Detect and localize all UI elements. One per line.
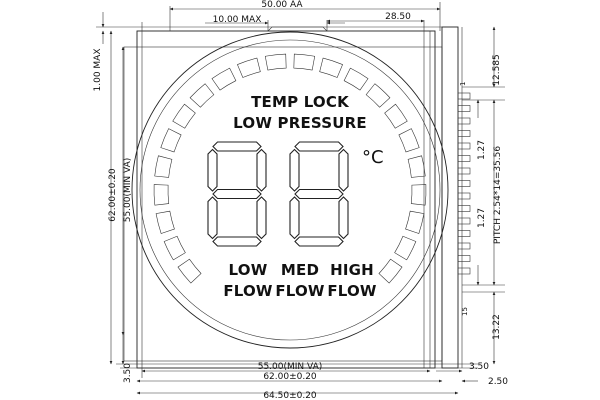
pin	[457, 142, 471, 150]
flow-high-line2: FLOW	[327, 282, 377, 300]
dim-pin-offset: 2.50	[488, 377, 508, 387]
digit-segment	[212, 236, 262, 247]
lcd-inner-ring	[139, 39, 441, 341]
dim-digit-area: 10.00 MAX	[213, 15, 262, 25]
flow-low-line2: FLOW	[223, 282, 273, 300]
pin	[457, 230, 471, 237]
celsius-unit: °C	[362, 147, 384, 168]
flow-med-line2: FLOW	[275, 282, 325, 300]
arc-segment	[177, 258, 202, 284]
dim-bottom-margin: 3.50	[123, 363, 133, 383]
flow-med-line1: MED	[281, 261, 319, 279]
arc-segment	[410, 184, 427, 206]
arc-segment	[365, 83, 391, 108]
digit-segment	[256, 196, 267, 240]
arc-segment	[155, 210, 175, 234]
digit-segment	[256, 148, 267, 192]
digit-segment	[289, 148, 300, 192]
pin	[457, 105, 471, 112]
dim-bottom-right-margin: 3.50	[469, 362, 489, 372]
dim-body-width: 62.00±0.20	[263, 372, 317, 382]
digit-segment	[212, 188, 262, 200]
arc-segment	[378, 258, 403, 284]
arc-segment	[153, 184, 170, 206]
pin	[457, 167, 471, 175]
arc-segment	[405, 210, 425, 234]
dim-top-margin: 1.00 MAX	[93, 49, 103, 92]
pin	[457, 180, 471, 187]
dim-view-height: 55.00(MIN VA)	[123, 158, 133, 223]
dim-right-offset: 28.50	[385, 12, 411, 22]
digit-segment	[338, 196, 349, 240]
arc-segment	[384, 103, 408, 129]
arc-segment	[237, 57, 261, 78]
arc-segment	[394, 235, 417, 261]
pin-row	[457, 92, 471, 275]
digit-ones	[289, 141, 349, 247]
pin-label-first: 1	[459, 82, 467, 86]
dim-total-height: 62.00±0.20	[108, 168, 118, 222]
dim-pin-bottom: 13.22	[492, 314, 502, 340]
arc-segment	[398, 128, 420, 153]
digit-segment	[294, 188, 344, 200]
digit-segment	[207, 196, 218, 240]
digit-tens	[207, 141, 267, 247]
dim-pin-spacing-bottom: 1.27	[477, 208, 487, 228]
pin	[457, 205, 471, 212]
dim-pin-spacing-top: 1.27	[477, 140, 487, 160]
temperature-arc-bar	[139, 39, 441, 341]
arc-segment	[407, 155, 426, 178]
dim-pitch: PITCH 2.54*14=35.56	[493, 146, 503, 245]
arc-segment	[163, 235, 186, 261]
lcd-viewing-circle	[131, 31, 449, 349]
pin	[457, 92, 471, 100]
digit-segment	[294, 236, 344, 247]
arc-segment	[211, 67, 237, 91]
arc-segment	[154, 155, 173, 178]
connector-body	[441, 26, 459, 369]
pin	[457, 130, 471, 137]
panel-outline	[136, 30, 436, 369]
dim-top-width: 50.00 AA	[261, 0, 303, 10]
digit-notch	[267, 26, 328, 32]
digit-segment	[338, 148, 349, 192]
arc-segment	[189, 83, 215, 108]
arc-segment	[319, 57, 343, 78]
digit-segment	[289, 196, 300, 240]
pin	[457, 267, 471, 275]
lcd-line-temp-lock: TEMP LOCK	[251, 93, 350, 111]
pin	[457, 242, 471, 250]
seven-segment-digits	[207, 141, 349, 247]
dim-bottom-view-width: 55.00(MIN VA)	[258, 362, 323, 372]
arc-segment	[264, 53, 287, 71]
pin	[457, 255, 471, 262]
digit-segment	[294, 141, 344, 152]
arc-segment	[293, 53, 316, 71]
dim-pin-top: 12.585	[492, 54, 502, 86]
pin	[457, 117, 471, 125]
arc-segment	[343, 67, 369, 91]
pin	[457, 217, 471, 225]
arc-segment	[172, 103, 196, 129]
digit-segment	[212, 141, 262, 152]
flow-high-line1: HIGH	[330, 261, 374, 279]
digit-segment	[207, 148, 218, 192]
pin	[457, 192, 471, 200]
arc-segment	[160, 128, 182, 153]
flow-low-line1: LOW	[229, 261, 268, 279]
pin	[457, 155, 471, 162]
dim-overall-width: 64.50±0.20	[263, 391, 317, 400]
lcd-line-low-pressure: LOW PRESSURE	[233, 114, 367, 132]
pin-label-last: 15	[461, 307, 469, 316]
